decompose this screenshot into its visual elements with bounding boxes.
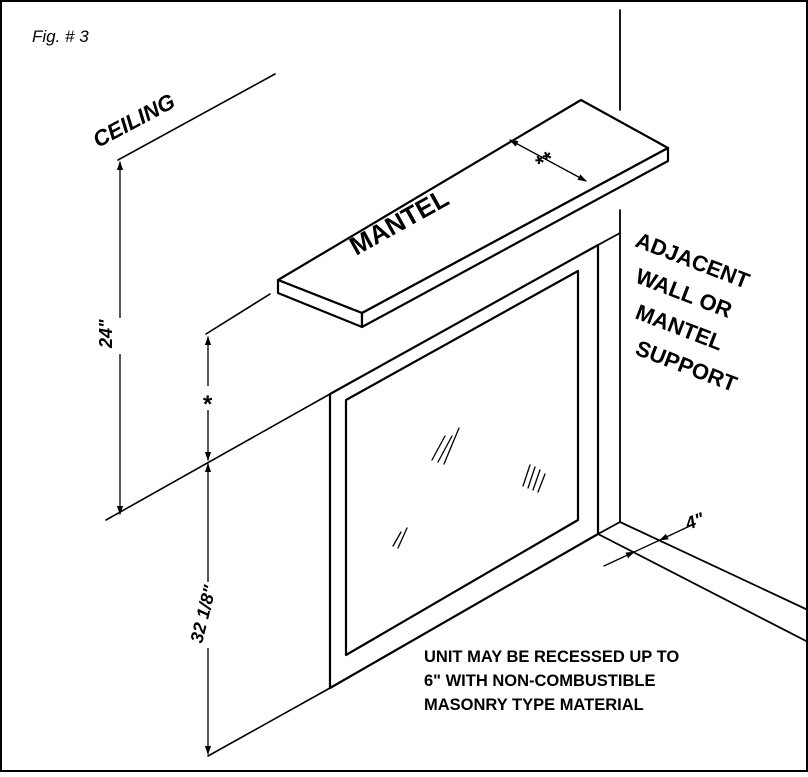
recess-note: UNIT MAY BE RECESSED UP TO 6" WITH NON-C… bbox=[424, 648, 679, 714]
reference-lines bbox=[105, 293, 331, 757]
mantel-depth-dimension bbox=[509, 139, 587, 182]
ceiling-line bbox=[117, 73, 276, 161]
dimension-24-gap bbox=[102, 318, 134, 354]
dimension-star-gap bbox=[198, 386, 220, 410]
mantel-clearance-marker: * bbox=[202, 391, 213, 418]
dimension-4-label: 4" bbox=[682, 508, 708, 534]
recess-note-line-2: 6" WITH NON-COMBUSTIBLE bbox=[424, 672, 655, 690]
mantel-shelf bbox=[276, 98, 670, 329]
recess-note-line-3: MASONRY TYPE MATERIAL bbox=[424, 696, 644, 714]
fireplace-unit bbox=[328, 243, 600, 690]
adjacent-line-4: SUPPORT bbox=[632, 335, 741, 397]
dimension-24-label: 24" bbox=[96, 319, 116, 349]
recess-note-line-1: UNIT MAY BE RECESSED UP TO bbox=[424, 648, 679, 666]
figure-caption: Fig. # 3 bbox=[32, 27, 89, 46]
dimension-4 bbox=[603, 523, 695, 567]
glass-reflections bbox=[392, 427, 546, 549]
dimension-32-gap bbox=[194, 582, 224, 648]
ceiling-label: CEILING bbox=[89, 88, 180, 152]
adjacent-wall-label: ADJACENT WALL OR MANTEL SUPPORT bbox=[632, 227, 753, 397]
